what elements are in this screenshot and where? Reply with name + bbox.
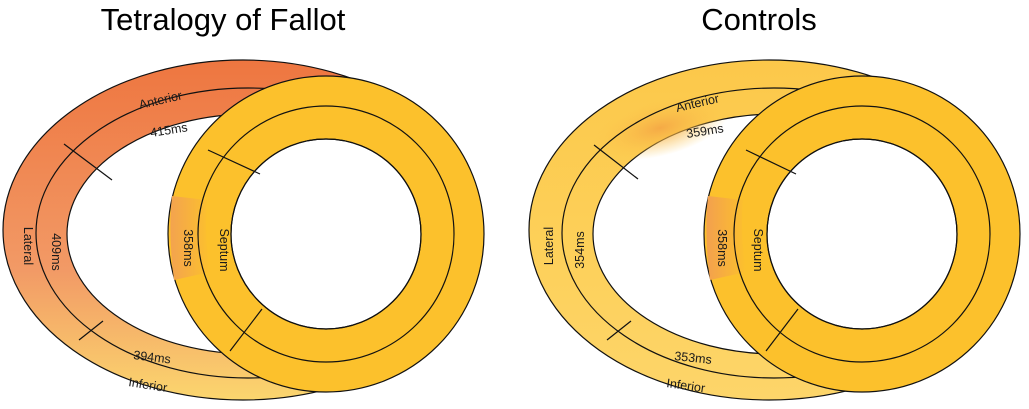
tof-lv-divider-upper: [207, 149, 261, 175]
panel-controls: Anterior 359ms Lateral 354ms 353ms Infer…: [528, 59, 1021, 401]
tof-lv-inner-edge: [230, 138, 422, 330]
ctl-timing-lateral: 354ms: [573, 231, 587, 269]
tof-label-lateral: Lateral: [21, 227, 35, 265]
tof-rv-divider-upper-left: [63, 143, 113, 181]
panel-title-controls: Controls: [701, 2, 817, 37]
tof-timing-inferior: 394ms: [133, 348, 172, 366]
tof-label-inferior: Inferior: [128, 375, 169, 395]
tof-lv-ring-fill: [167, 75, 485, 393]
ctl-lv-ring: [703, 75, 1021, 393]
ctl-rv-divider-lower-left: [606, 320, 632, 341]
ctl-label-inferior: Inferior: [666, 376, 706, 395]
ctl-rv-ring: [528, 59, 1010, 401]
ctl-label-lateral: Lateral: [542, 227, 556, 265]
ctl-lv-divider-upper: [745, 149, 797, 175]
ctl-lv-inner-edge: [766, 138, 958, 330]
tof-lv-divider-lower: [229, 308, 263, 352]
ctl-lv-midline: [733, 105, 991, 363]
panel-title-tof: Tetralogy of Fallot: [100, 2, 346, 37]
ctl-timing-septum: 358ms: [715, 229, 729, 267]
ctl-timing-inferior: 353ms: [674, 349, 713, 367]
tof-label-septum: Septum: [217, 228, 231, 271]
tof-timing-lateral: 409ms: [49, 233, 63, 271]
ctl-rv-divider-upper-left: [593, 144, 639, 180]
tof-rv-divider-lower-left: [78, 320, 104, 341]
tof-timing-anterior: 415ms: [149, 120, 188, 140]
tof-timing-septum: 358ms: [181, 229, 195, 267]
panel-tof: Anterior 415ms Lateral 409ms 394ms Infer…: [2, 59, 485, 401]
ctl-lv-divider-lower: [765, 308, 799, 352]
ctl-anterior-accent: [591, 95, 729, 161]
tof-lv-ring: [167, 75, 485, 393]
tof-lv-midline: [197, 105, 455, 363]
ctl-timing-anterior: 359ms: [685, 121, 724, 141]
ctl-label-septum: Septum: [751, 228, 765, 271]
